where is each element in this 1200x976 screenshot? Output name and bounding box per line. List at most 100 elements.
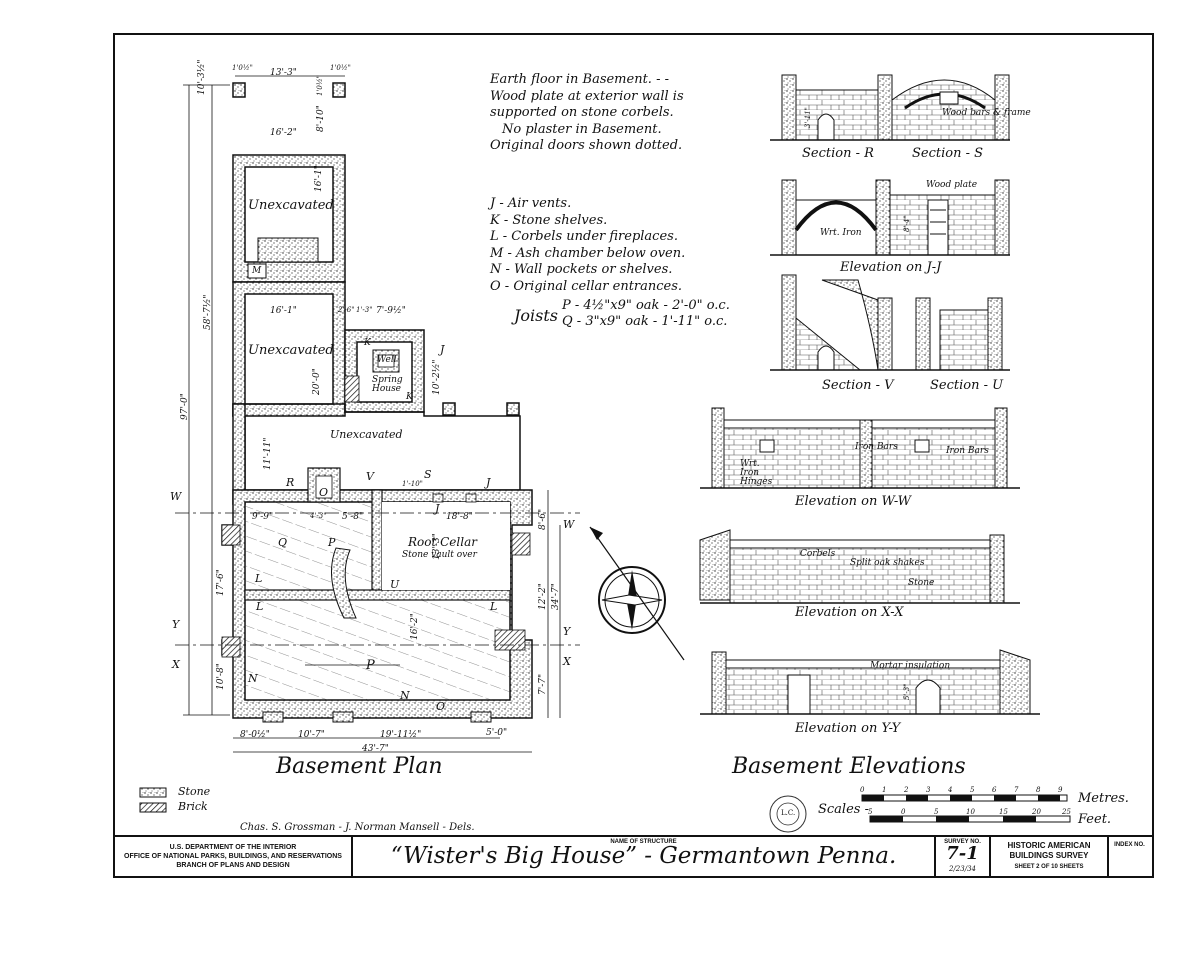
dim-110: 1'-10" xyxy=(402,480,423,488)
note-line: No plaster in Basement. xyxy=(502,121,662,137)
dim-3-11: 3'-11" xyxy=(804,107,812,128)
letter-v: V xyxy=(366,470,374,483)
metres-tick: 7 xyxy=(1014,786,1019,794)
dim-top-right: 1'0½" xyxy=(330,64,351,72)
annotation-wood-bars: Wood bars & frame xyxy=(942,108,1031,118)
dim-bottom-1: 8'-0½" xyxy=(240,730,270,740)
letter-y: Y xyxy=(563,625,571,638)
letter-j: J xyxy=(440,343,445,356)
dim-10: 10'-8" xyxy=(216,663,226,690)
annotation-wood-plate: Wood plate xyxy=(926,180,978,190)
delineator-credits: Chas. S. Grossman - J. Norman Mansell - … xyxy=(240,822,475,833)
letter-u: U xyxy=(390,578,400,591)
joist-q: Q - 3"x9" oak - 1'-11" o.c. xyxy=(562,314,728,329)
dim-13: 13'-3" xyxy=(432,533,442,560)
dim-spring-height: 10'-2½" xyxy=(432,359,442,395)
dim-122: 12'-2" xyxy=(538,583,548,610)
dim-17: 17'-6" xyxy=(216,569,226,596)
metres-tick: 0 xyxy=(860,786,865,794)
legend-stone-label: Stone xyxy=(178,785,211,798)
letter-l: L xyxy=(255,572,263,585)
scale-feet-label: Feet. xyxy=(1078,812,1112,827)
room-well: Well xyxy=(377,355,397,365)
ash-chamber xyxy=(257,237,319,263)
note-line: Wood plate at exterior wall is xyxy=(490,88,684,104)
north-arrow-compass xyxy=(589,526,685,661)
agency-cell: U.S. DEPARTMENT OF THE INTERIOR OFFICE O… xyxy=(115,837,353,876)
legend-line: K - Stone shelves. xyxy=(490,212,608,228)
scales-label: Scales - xyxy=(818,802,869,817)
dim-9: 9'-9" xyxy=(252,512,274,522)
dim-43: 4'-3" xyxy=(310,512,327,520)
dim-height-top2: 8'-10" xyxy=(316,105,326,132)
root-cellar-subtitle: Stone vault over xyxy=(402,550,477,560)
dim-bottom-2: 10'-7" xyxy=(298,730,325,740)
note-line: Original doors shown dotted. xyxy=(490,138,683,153)
letter-o: O xyxy=(436,700,446,713)
survey-no-label: SURVEY NO. xyxy=(944,839,981,845)
letter-p: P xyxy=(328,536,336,549)
letter-p: P xyxy=(366,658,375,673)
elevation-xx-drawing xyxy=(699,529,1020,604)
letter-y: Y xyxy=(172,618,180,631)
lc-stamp xyxy=(769,795,807,833)
stamp-text: L.C. xyxy=(781,809,796,817)
name-of-structure-label: NAME OF STRUCTURE xyxy=(610,839,677,845)
agency-line-1: U.S. DEPARTMENT OF THE INTERIOR xyxy=(169,844,297,851)
dim-8-4: 8'-4" xyxy=(903,215,911,232)
brick-swatch xyxy=(139,802,167,813)
letter-l: L xyxy=(490,600,498,613)
dim-height-top: 10'-3½" xyxy=(197,59,207,95)
vent-square-1 xyxy=(442,402,456,416)
legend-line: O - Original cellar entrances. xyxy=(490,278,683,294)
letter-k: K xyxy=(364,338,371,348)
scale-bars xyxy=(861,794,1071,823)
agency-line-2: OFFICE OF NATIONAL PARKS, BUILDINGS, AND… xyxy=(124,853,342,860)
feet-tick: 5 xyxy=(868,808,873,816)
sheet-count: SHEET 2 OF 10 SHEETS xyxy=(1014,864,1084,870)
letter-j: J xyxy=(486,476,491,489)
basement-plan-title: Basement Plan xyxy=(276,754,443,779)
letter-j: J xyxy=(435,502,440,515)
letter-m: M xyxy=(252,266,262,276)
caption-section-s: Section - S xyxy=(912,146,984,161)
structure-name-cell: NAME OF STRUCTURE “Wister's Big House” -… xyxy=(353,837,936,876)
room-unexcavated-middle: Unexcavated xyxy=(248,343,334,358)
metres-tick: 5 xyxy=(970,786,975,794)
annotation-wrought-iron: Wrt. Iron xyxy=(820,228,862,238)
caption-section-v: Section - V xyxy=(822,378,894,393)
dim-total-vertical: 97'-0" xyxy=(180,393,190,420)
elevation-jj-drawing xyxy=(770,179,1010,256)
survey-number: 7-1 xyxy=(946,843,979,864)
dim-16b: 16'-2" xyxy=(410,613,420,640)
room-spring-house: Spring House xyxy=(372,375,403,394)
caption-elevation-yy: Elevation on Y-Y xyxy=(795,721,901,736)
elevation-yy-drawing xyxy=(700,649,1040,715)
metres-tick: 8 xyxy=(1036,786,1041,794)
stone-swatch xyxy=(139,787,167,798)
dim-top-left: 1'0½" xyxy=(232,64,253,72)
annotation-corbels: Corbels xyxy=(800,549,836,559)
annotation-mortar: Mortar insulation xyxy=(870,661,951,671)
dim-width-3: 16'-1" xyxy=(270,306,297,316)
metres-tick: 3 xyxy=(926,786,931,794)
chimney-square-left xyxy=(232,82,246,98)
room-unexcavated-south: Unexcavated xyxy=(330,428,403,441)
dim-total-horizontal: 43'-7" xyxy=(362,744,389,754)
metres-tick: 1 xyxy=(882,786,887,794)
legend-line: N - Wall pockets or shelves. xyxy=(490,262,673,277)
feet-tick: 0 xyxy=(901,808,906,816)
joists-label: Joists xyxy=(514,306,559,325)
metres-tick: 6 xyxy=(992,786,997,794)
letter-x: X xyxy=(563,655,571,668)
dim-unexcavated-height: 20'-0" xyxy=(312,368,322,395)
section-v-u-drawing xyxy=(770,274,1010,371)
scale-metres-label: Metres. xyxy=(1078,791,1129,806)
dim-spring-b: 1'-3" xyxy=(356,306,373,314)
caption-elevation-xx: Elevation on X-X xyxy=(795,605,904,620)
caption-section-u: Section - U xyxy=(930,378,1004,393)
section-r-s-drawing xyxy=(770,74,1010,141)
survey-date: 2/23/34 xyxy=(949,865,976,873)
letter-s: S xyxy=(424,468,432,481)
